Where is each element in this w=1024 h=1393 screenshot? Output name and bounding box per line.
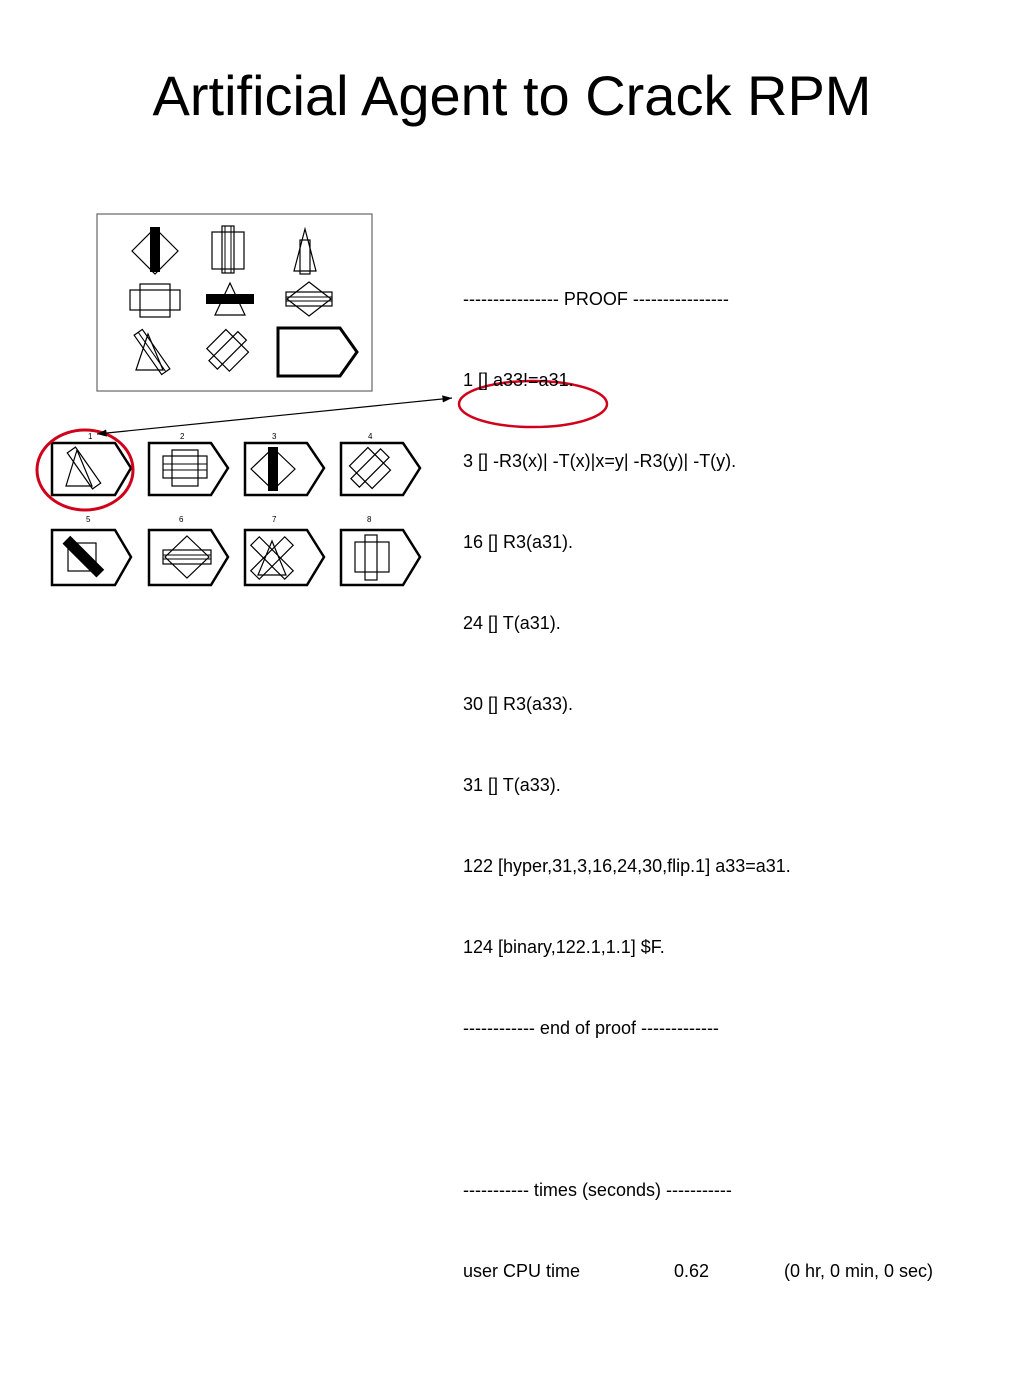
cpu-time-label: user CPU time bbox=[463, 1261, 581, 1281]
proof-header: ---------------- PROOF ---------------- bbox=[463, 289, 729, 309]
answer-option-7[interactable] bbox=[243, 528, 326, 587]
times-header: ----------- times (seconds) ----------- bbox=[463, 1180, 732, 1200]
proof-line-8: 124 [binary,122.1,1.1] $F. bbox=[463, 937, 665, 957]
problem-matrix bbox=[96, 213, 373, 392]
answer-8-figure bbox=[354, 534, 390, 581]
answer-1-figure bbox=[65, 446, 102, 490]
proof-line-2: 3 [] -R3(x)| -T(x)|x=y| -R3(y)| -T(y). bbox=[463, 451, 737, 471]
answer-option-1[interactable] bbox=[50, 441, 133, 497]
answer-number-8: 8 bbox=[367, 515, 372, 524]
answer-option-8[interactable] bbox=[339, 528, 422, 587]
answer-number-6: 6 bbox=[179, 515, 184, 524]
answer-3-figure bbox=[250, 447, 296, 491]
proof-line-7: 122 [hyper,31,3,16,24,30,flip.1] a33=a31… bbox=[463, 856, 791, 876]
proof-line-1: 1 [] a33!=a31. bbox=[463, 370, 574, 390]
proof-line-6: 31 [] T(a33). bbox=[463, 775, 561, 795]
answer-option-6[interactable] bbox=[147, 528, 230, 587]
proof-line-5: 30 [] R3(a33). bbox=[463, 694, 574, 714]
answer-7-figure bbox=[249, 535, 295, 581]
matrix-cell-2-2 bbox=[206, 281, 254, 316]
answer-6-figure bbox=[162, 535, 212, 579]
proof-line-3: 16 [] R3(a31). bbox=[463, 532, 574, 552]
answer-number-2: 2 bbox=[180, 432, 185, 441]
answer-number-3: 3 bbox=[272, 432, 277, 441]
proof-footer: ------------ end of proof ------------- bbox=[463, 1018, 719, 1038]
answer-number-4: 4 bbox=[368, 432, 373, 441]
answer-option-2[interactable] bbox=[147, 441, 230, 497]
answer-options: 1 2 3 4 5 6 7 8 bbox=[50, 432, 422, 587]
answer-5-figure bbox=[62, 535, 105, 578]
matrix-cell-2-3 bbox=[285, 281, 333, 317]
matrix-cell-3-3-answer-slot bbox=[276, 326, 359, 378]
answer-number-1: 1 bbox=[88, 432, 93, 441]
selected-answer-highlight bbox=[35, 428, 135, 512]
matrix-cell-3-2 bbox=[205, 328, 250, 373]
proof-spacer bbox=[463, 1096, 1003, 1123]
cpu-time-value: 0.62 bbox=[674, 1261, 710, 1281]
answer-option-4[interactable] bbox=[339, 441, 422, 497]
matrix-cell-1-1 bbox=[131, 227, 179, 275]
matrix-cell-1-2 bbox=[211, 225, 245, 274]
answer-2-figure bbox=[162, 449, 208, 487]
matrix-cell-3-1 bbox=[133, 328, 171, 376]
link-arrow bbox=[96, 395, 453, 437]
matrix-cell-2-1 bbox=[129, 283, 181, 318]
answer-option-3[interactable] bbox=[243, 441, 326, 497]
cpu-time-detail: (0 hr, 0 min, 0 sec) bbox=[784, 1261, 934, 1281]
rpm-figure: 1 2 3 4 5 6 7 8 bbox=[35, 213, 609, 587]
answer-number-7: 7 bbox=[272, 515, 277, 524]
answer-number-5: 5 bbox=[86, 515, 91, 524]
slide-title: Artificial Agent to Crack RPM bbox=[152, 64, 872, 127]
proof-line-4: 24 [] T(a31). bbox=[463, 613, 561, 633]
matrix-cell-1-3 bbox=[293, 226, 317, 275]
proof-line-highlight bbox=[457, 379, 609, 429]
answer-option-5[interactable] bbox=[50, 528, 133, 587]
answer-4-figure bbox=[348, 446, 392, 490]
cpu-time-row: user CPU time 0.62 (0 hr, 0 min, 0 sec) bbox=[463, 1258, 1003, 1285]
proof-output: ---------------- PROOF ---------------- … bbox=[463, 232, 1003, 1312]
